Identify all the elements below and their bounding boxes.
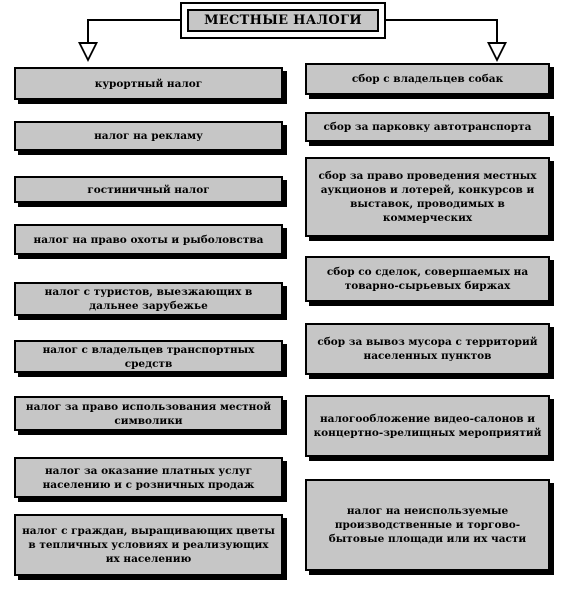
right-item-unused-premises-tax: налог на неиспользуемые производственные…	[305, 479, 550, 571]
left-item-local-symbols-tax: налог за право использования местной сим…	[14, 396, 283, 431]
right-item-garbage-removal-fee: сбор за вывоз мусора с территорий населе…	[305, 323, 550, 375]
diagram-title: МЕСТНЫЕ НАЛОГИ	[187, 9, 379, 32]
left-item-hunting-fishing-tax: налог на право охоты и рыболовства	[14, 224, 283, 255]
right-item-dog-owners-fee: сбор с владельцев собак	[305, 63, 550, 95]
right-item-video-salons-tax: налогообложение видео-салонов и концертн…	[305, 395, 550, 457]
right-item-parking-fee: сбор за парковку автотранспорта	[305, 112, 550, 142]
left-item-flower-growers-tax: налог с граждан, выращивающих цветы в те…	[14, 514, 283, 576]
left-item-vehicle-owner-tax: налог с владельцев транспортных средств	[14, 340, 283, 373]
diagram-title-frame: МЕСТНЫЕ НАЛОГИ	[180, 2, 386, 39]
left-item-advertising-tax: налог на рекламу	[14, 121, 283, 151]
right-item-exchange-transactions-fee: сбор со сделок, совершаемых на товарно-с…	[305, 256, 550, 302]
left-item-hotel-tax: гостиничный налог	[14, 176, 283, 203]
left-item-resort-tax: курортный налог	[14, 67, 283, 100]
left-item-paid-services-tax: налог за оказание платных услуг населени…	[14, 457, 283, 498]
left-item-tourist-tax: налог с туристов, выезжающих в дальнее з…	[14, 282, 283, 316]
right-item-auctions-lotteries-fee: сбор за право проведения местных аукцион…	[305, 157, 550, 237]
